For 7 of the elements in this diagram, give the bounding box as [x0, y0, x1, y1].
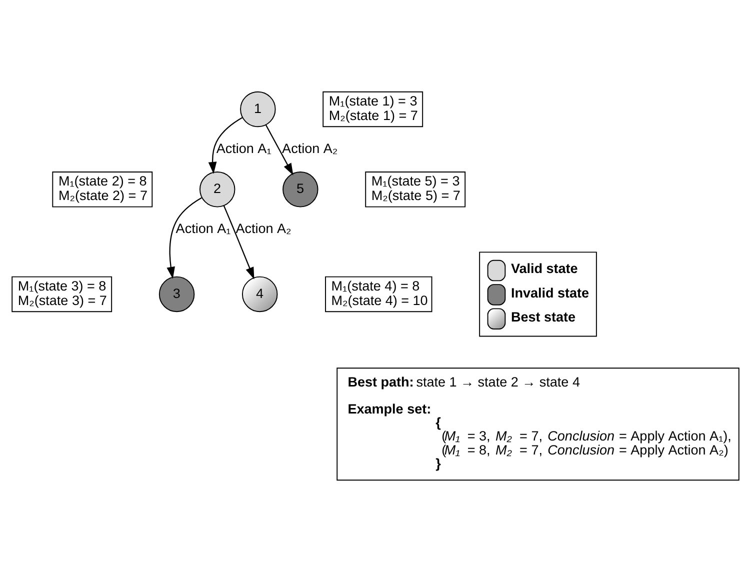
legend-label: Best state [510, 309, 576, 324]
edge-label: Action A₁ [176, 221, 231, 236]
legend-label: Invalid state [510, 285, 590, 300]
edge-label: Action A₂ [236, 221, 292, 236]
edge-label: Action A₁ [216, 140, 272, 156]
edge-label: Action A₂ [282, 140, 338, 156]
legend-label: Valid state [510, 261, 578, 276]
